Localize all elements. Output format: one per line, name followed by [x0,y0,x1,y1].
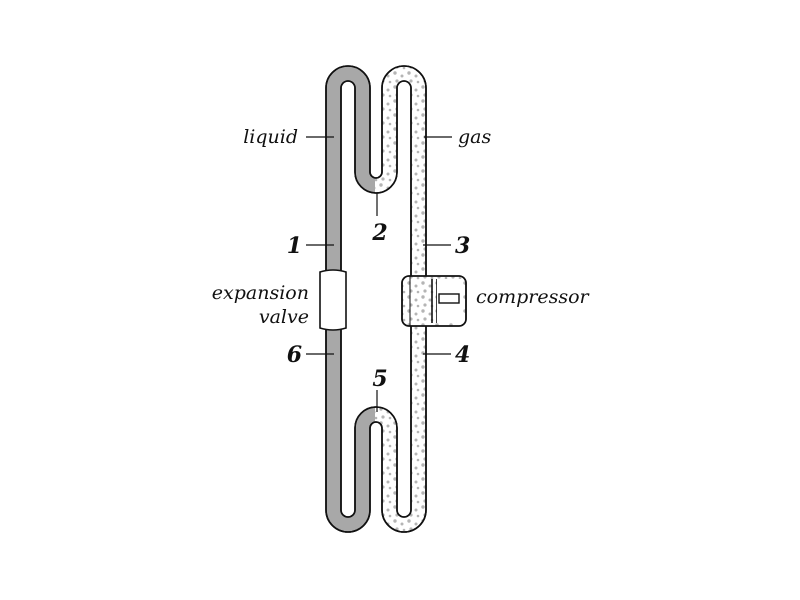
expansion-valve-label-line2: valve [259,306,309,328]
compressor-unit [401,275,467,327]
point-4-label: 4 [455,342,470,368]
compressor-label: compressor [476,286,591,308]
expansion-valve-label-line1: expansion [212,282,309,304]
expansion-valve [319,269,347,331]
gas-label: gas [458,126,491,148]
point-3-label: 3 [455,233,470,259]
point-5-label: 5 [372,366,387,392]
point-2-label: 2 [371,220,387,246]
liquid-label: liquid [243,126,298,148]
point-1-label: 1 [287,233,302,259]
point-6-label: 6 [287,342,302,368]
refrigerant-tube [325,65,427,533]
